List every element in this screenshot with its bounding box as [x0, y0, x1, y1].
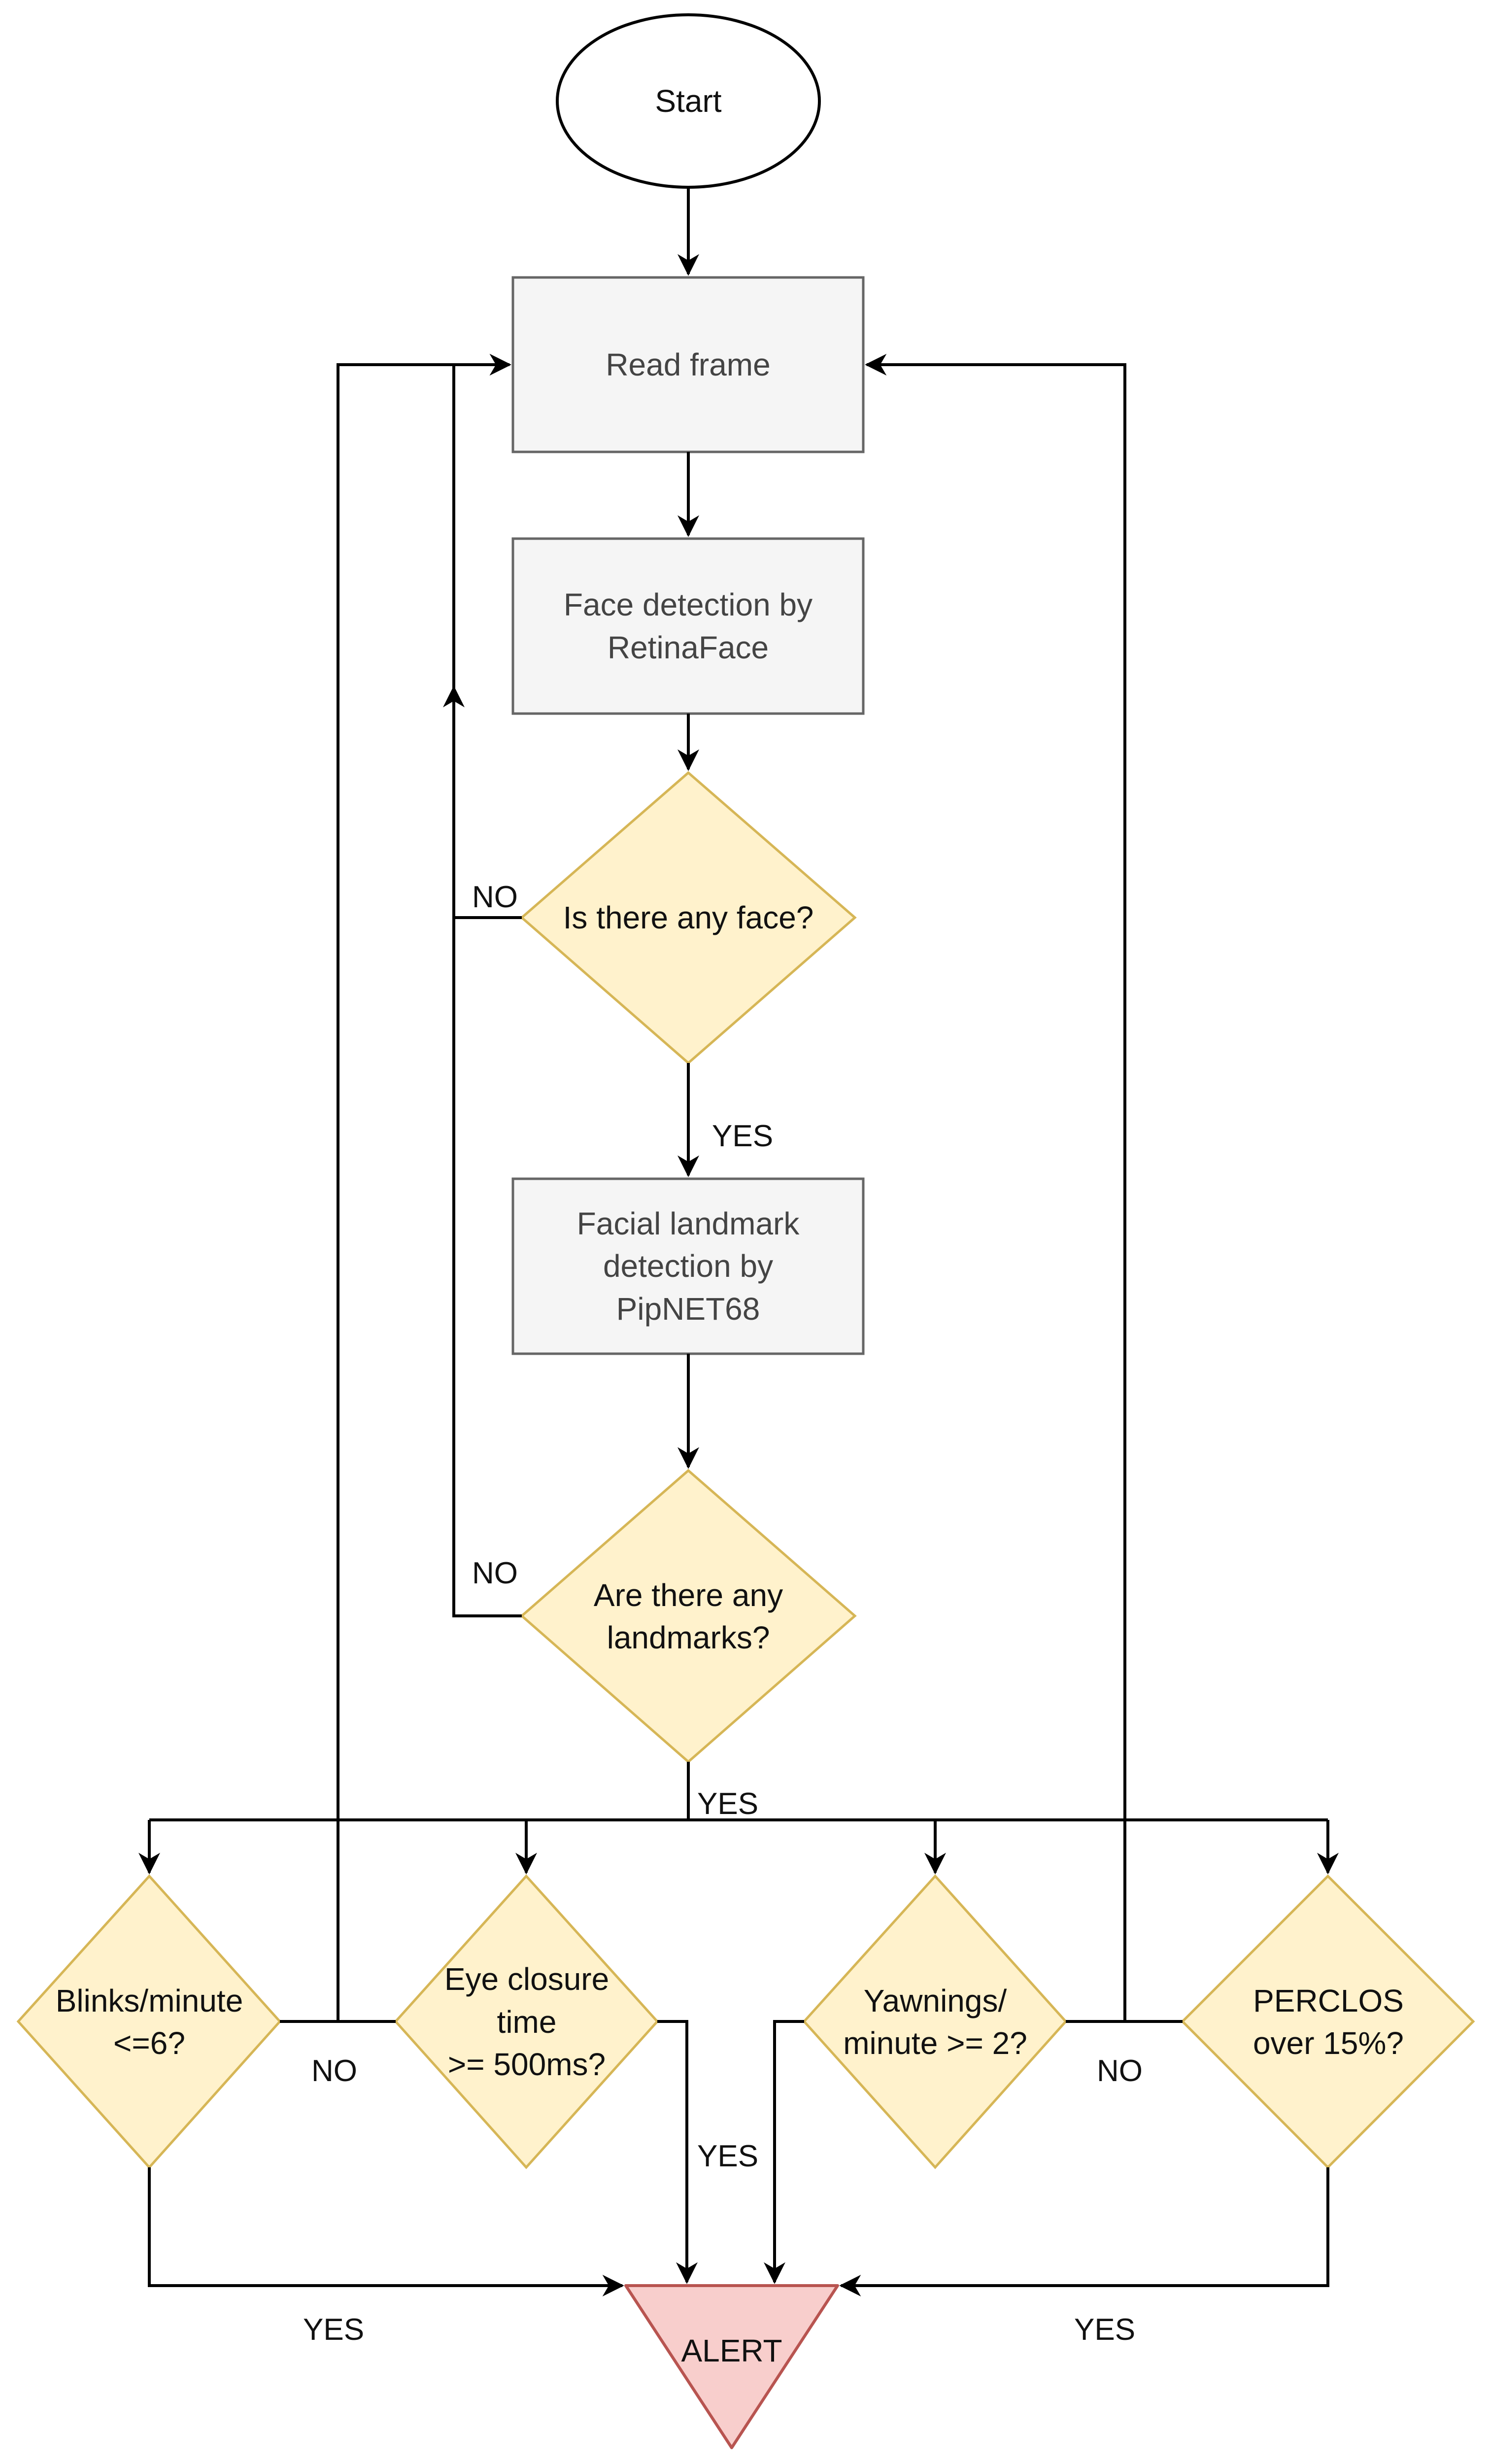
landmark-detection-label: Facial landmark detection by PipNET68	[576, 1205, 800, 1327]
edge-left-no-loop	[337, 354, 511, 2021]
perclos-yes-label: YES	[1074, 2313, 1136, 2347]
face-check-label: Is there any face?	[563, 899, 814, 935]
edge-blinks-yes-to-alert	[148, 2167, 624, 2296]
landmark-no-label: NO	[472, 1556, 518, 1590]
face-yes-label: YES	[712, 1119, 774, 1153]
face-detection-label: Face detection by RetinaFace	[563, 587, 813, 665]
blinks-check-label: Blinks/minute <=6?	[55, 1983, 243, 2061]
landmark-check-label: Are there any landmarks?	[593, 1577, 783, 1655]
alert-node	[624, 2284, 839, 2449]
edge-landmark-no-loop	[452, 354, 522, 1617]
edge-right-no-loop	[865, 354, 1126, 2021]
yawnings-check-node	[802, 1874, 1068, 2169]
edge-eye-yes-to-alert	[657, 2020, 698, 2284]
left-no-label: NO	[311, 2054, 357, 2088]
alert-label: ALERT	[681, 2332, 782, 2368]
eye-yes-label: YES	[697, 2139, 759, 2173]
read-frame-node	[511, 276, 865, 453]
face-no-label: NO	[472, 880, 518, 914]
eye-closure-check-node	[394, 1874, 659, 2169]
read-frame-label: Read frame	[606, 346, 771, 382]
eye-closure-check-label: Eye closure time >= 500ms?	[444, 1961, 609, 2083]
perclos-check-label: PERCLOS over 15%?	[1253, 1983, 1404, 2061]
landmark-yes-label: YES	[697, 1787, 759, 1821]
landmark-detection-node	[511, 1177, 865, 1355]
right-no-label: NO	[1097, 2054, 1143, 2088]
face-detection-node	[511, 537, 865, 715]
yawnings-check-label: Yawnings/ minute >= 2?	[843, 1983, 1027, 2061]
start-label: Start	[655, 83, 722, 119]
blinks-yes-label: YES	[303, 2313, 365, 2347]
edge-perclos-yes-to-alert	[839, 2167, 1329, 2296]
edge-yawnings-yes-to-alert	[764, 2020, 804, 2284]
